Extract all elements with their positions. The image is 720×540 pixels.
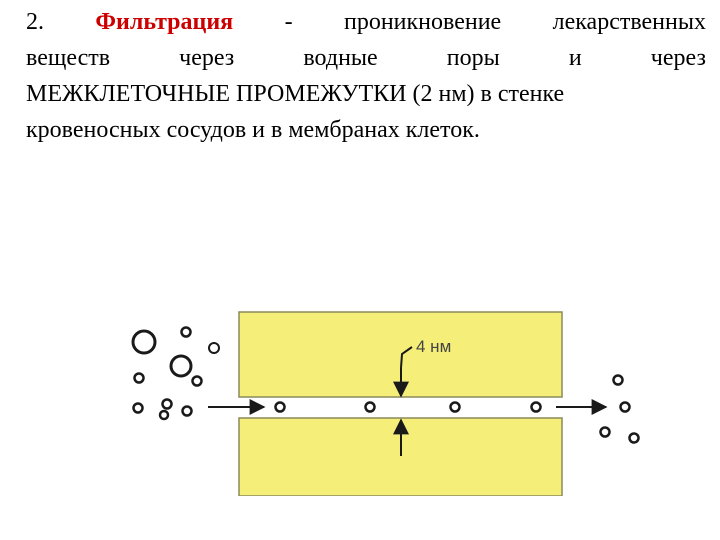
word: поры xyxy=(446,45,500,71)
word: и xyxy=(568,45,582,71)
line-text: МЕЖКЛЕТОЧНЫЕ ПРОМЕЖУТКИ (2 нм) в стенке xyxy=(26,81,565,107)
small-molecule xyxy=(530,401,542,413)
small-molecule xyxy=(628,432,640,444)
word: лекарственных xyxy=(552,9,706,35)
small-molecule xyxy=(191,375,203,387)
small-molecule xyxy=(158,409,170,421)
small-molecule xyxy=(599,426,611,438)
small-molecule xyxy=(364,401,376,413)
dash: - xyxy=(284,9,293,35)
paragraph-line-4: кровеносных сосудов и в мембранах клеток… xyxy=(26,112,706,148)
small-molecule xyxy=(619,401,631,413)
pore-width-label: 4 нм xyxy=(416,337,451,356)
word: водные xyxy=(303,45,378,71)
paragraph-line-3: МЕЖКЛЕТОЧНЫЕ ПРОМЕЖУТКИ (2 нм) в стенке xyxy=(26,76,706,112)
small-molecule xyxy=(180,326,192,338)
small-molecule xyxy=(161,398,173,410)
large-molecule xyxy=(131,329,157,355)
small-molecule xyxy=(612,374,624,386)
item-number: 2. xyxy=(26,9,44,35)
small-molecule xyxy=(208,342,220,354)
word: веществ xyxy=(26,45,111,71)
small-molecule xyxy=(181,405,193,417)
word: проникновение xyxy=(343,9,502,35)
term-filtration: Фильтрация xyxy=(95,9,234,35)
word: через xyxy=(179,45,235,71)
paragraph-line-2: веществ через водные поры и через xyxy=(26,40,706,76)
small-molecule xyxy=(132,402,144,414)
word: через xyxy=(650,45,706,71)
filtration-diagram: 4 нм xyxy=(124,310,660,496)
small-molecule xyxy=(133,372,145,384)
pore-label-leader xyxy=(400,346,413,369)
definition-paragraph: 2. Фильтрация - проникновение лекарствен… xyxy=(26,4,706,148)
paragraph-line-1: 2. Фильтрация - проникновение лекарствен… xyxy=(26,4,706,40)
small-molecule xyxy=(274,401,286,413)
line-text: кровеносных сосудов и в мембранах клеток… xyxy=(26,117,480,143)
large-molecule xyxy=(169,354,193,378)
small-molecule xyxy=(449,401,461,413)
